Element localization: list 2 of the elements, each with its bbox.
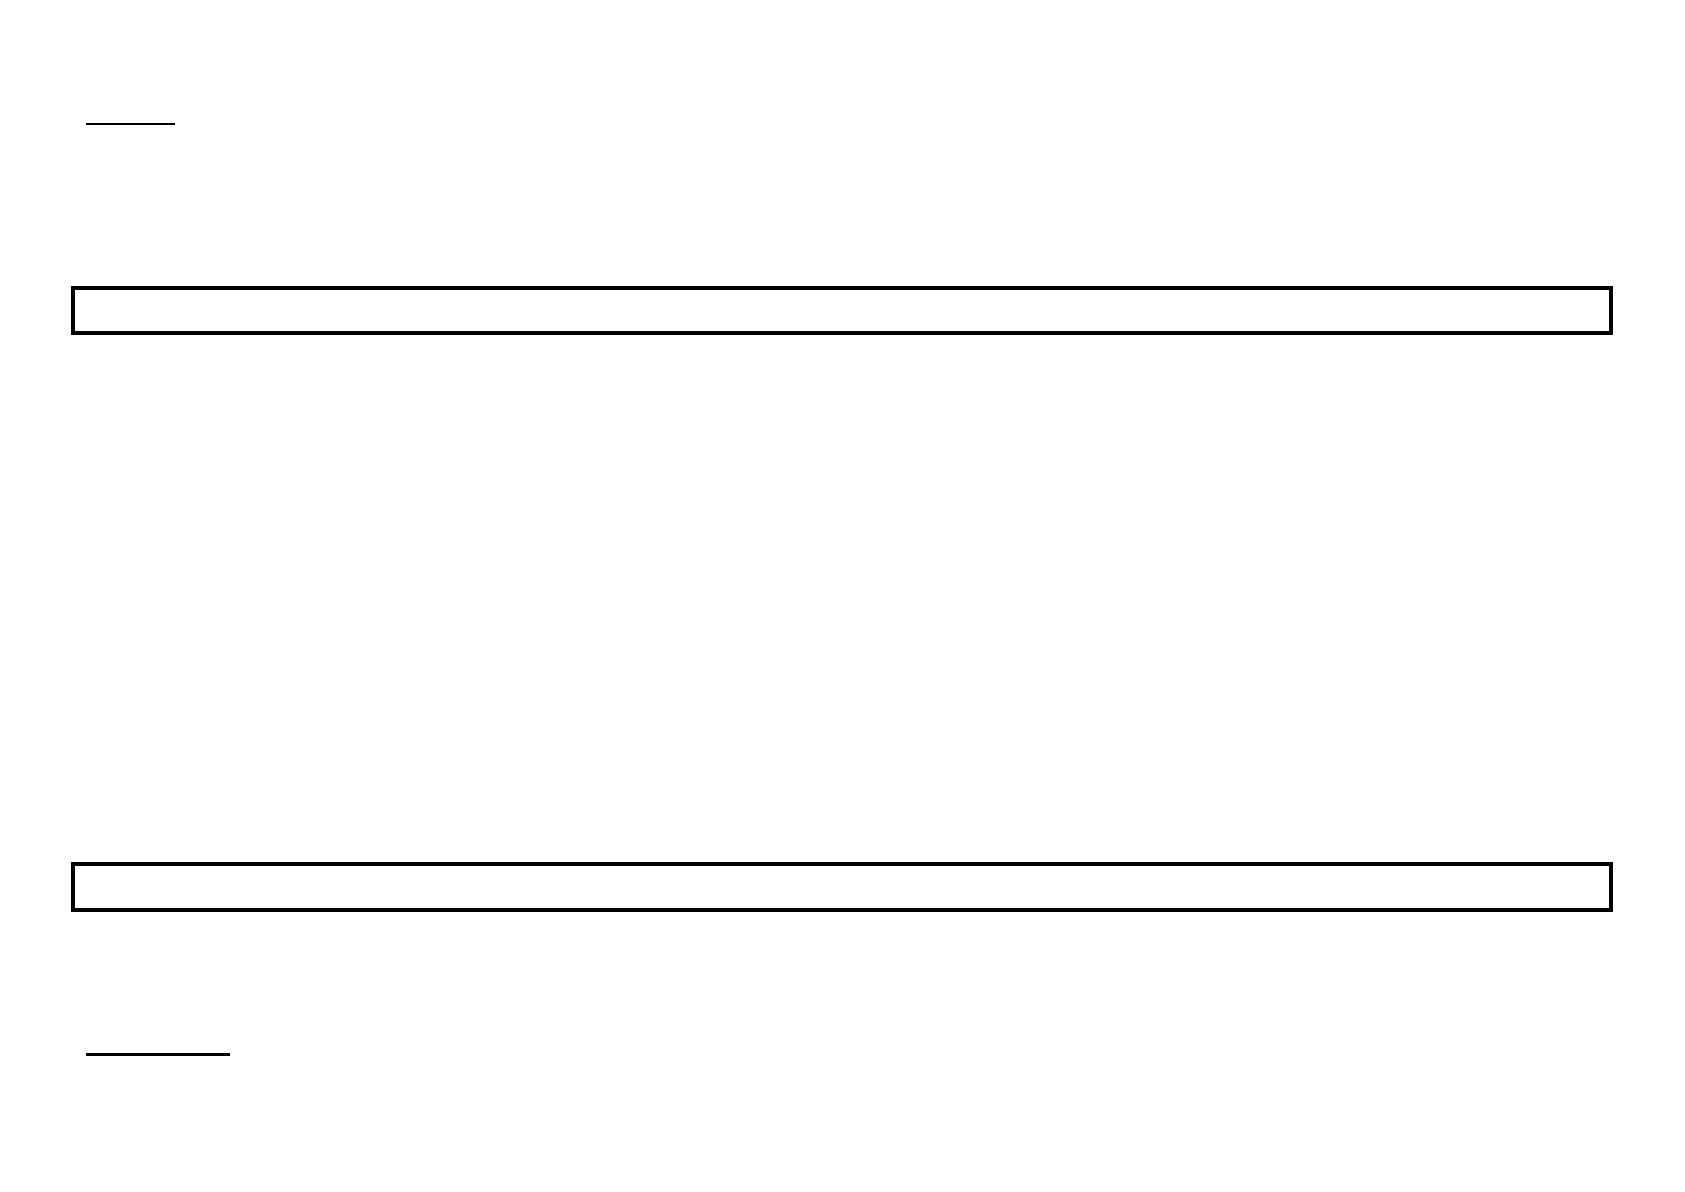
empty-box: [71, 286, 1613, 335]
empty-box: [71, 862, 1613, 912]
